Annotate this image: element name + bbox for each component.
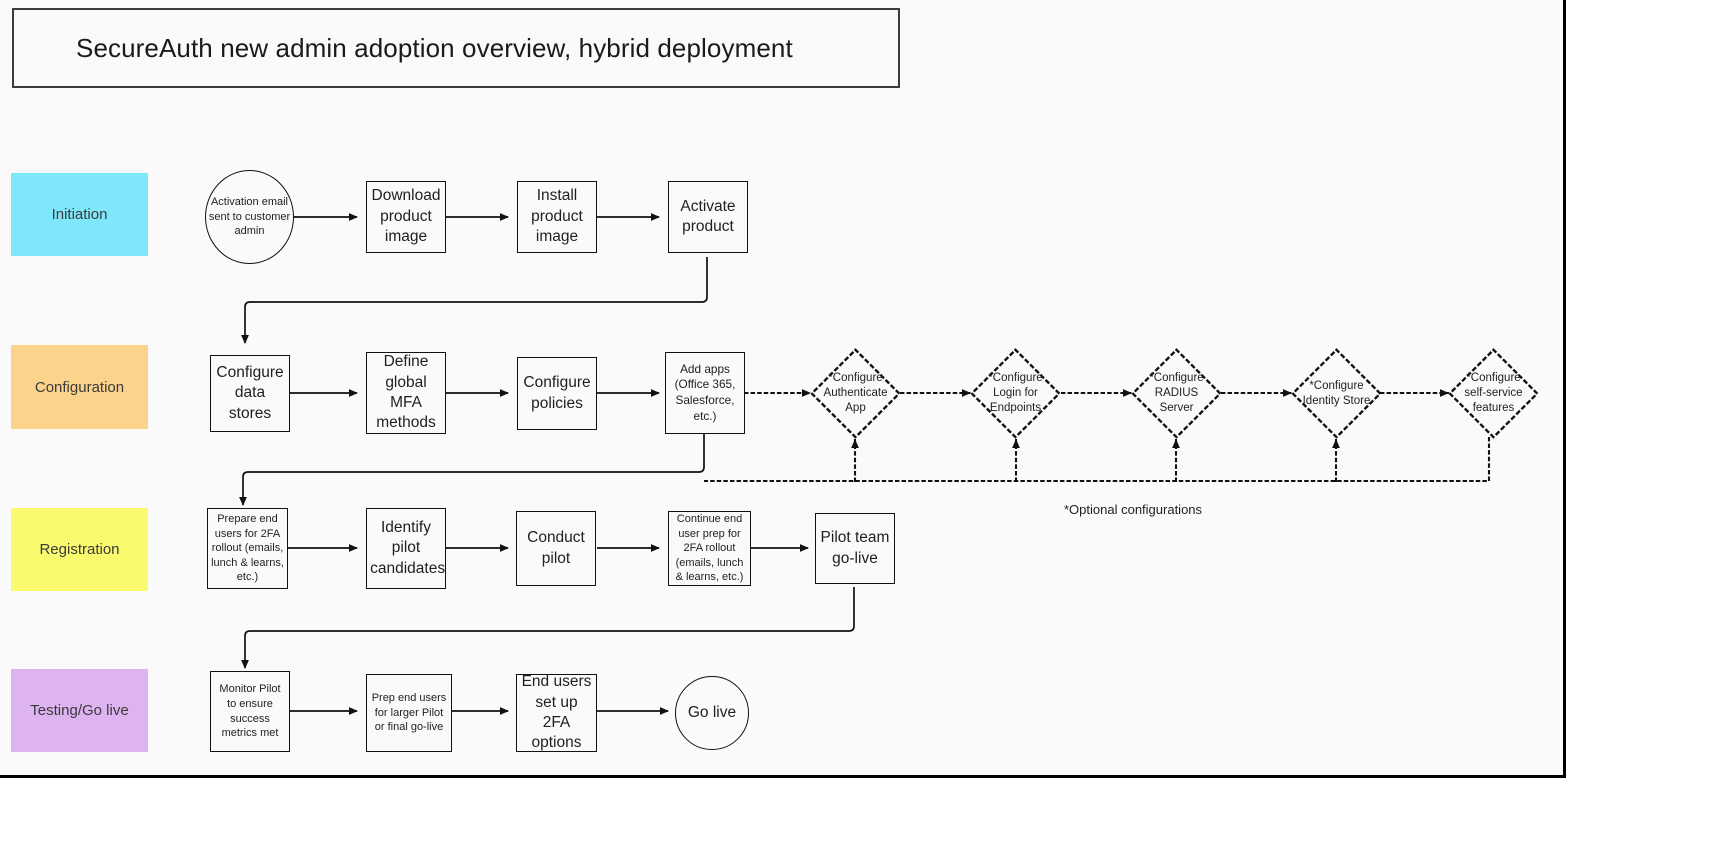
node-identify-pilot-candidates[interactable]: Identify pilot candidates — [366, 508, 446, 589]
node-activation-email[interactable]: Activation email sent to customer admin — [205, 170, 294, 264]
node-label: Identify pilot candidates — [370, 518, 446, 577]
lane-label-registration: Registration — [11, 508, 148, 591]
node-prepare-end-users-2fa[interactable]: Prepare end users for 2FA rollout (email… — [207, 508, 288, 589]
node-install-product-image[interactable]: Install product image — [517, 181, 597, 253]
node-configure-self-service-features[interactable]: *Configure self-service features — [1448, 348, 1539, 439]
node-configure-data-stores[interactable]: Configure data stores — [210, 355, 290, 432]
node-label: Prep end users for larger Pilot or final… — [371, 692, 447, 734]
node-label: Conduct pilot — [527, 529, 585, 567]
lane-label-text: Testing/Go live — [30, 702, 129, 719]
lane-label-text: Configuration — [34, 378, 125, 396]
node-label: Continue end user prep for 2FA rollout (… — [675, 513, 744, 584]
node-activate-product[interactable]: Activate product — [668, 181, 748, 253]
lane-label-text: Initiation — [51, 206, 108, 223]
node-label: Prepare end users for 2FA rollout (email… — [211, 513, 284, 584]
diamond-shape — [810, 348, 901, 439]
node-define-global-mfa-methods[interactable]: Define global MFA methods — [366, 352, 446, 434]
node-configure-authenticate-app[interactable]: *Configure Authenticate App — [810, 348, 901, 439]
lane-label-initiation: Initiation — [11, 173, 148, 256]
node-label: Define global MFA methods — [376, 353, 436, 432]
node-add-apps[interactable]: Add apps (Office 365, Salesforce, etc.) — [665, 352, 745, 434]
node-download-product-image[interactable]: Download product image — [366, 181, 446, 253]
node-end-users-set-up-2fa[interactable]: End users set up 2FA options — [516, 673, 597, 752]
diamond-shape — [970, 348, 1061, 439]
node-label: Configure data stores — [216, 363, 284, 422]
lane-label-testing-golive: Testing/Go live — [11, 669, 148, 752]
lane-label-text: Registration — [39, 541, 120, 558]
node-label: Add apps (Office 365, Salesforce, etc.) — [674, 361, 736, 423]
diagram-canvas: SecureAuth new admin adoption overview, … — [0, 0, 1566, 778]
node-go-live[interactable]: Go live — [675, 676, 749, 750]
node-pilot-team-go-live[interactable]: Pilot team go-live — [815, 513, 895, 584]
node-label: Configure policies — [523, 374, 591, 412]
lane-label-configuration: Configuration — [11, 345, 148, 429]
node-configure-login-for-endpoints[interactable]: *Configure Login for Endpoints — [970, 348, 1061, 439]
node-continue-end-user-prep[interactable]: Continue end user prep for 2FA rollout (… — [668, 511, 751, 586]
diamond-shape — [1131, 348, 1222, 439]
node-label: Pilot team go-live — [820, 529, 890, 567]
diamond-shape — [1291, 348, 1382, 439]
node-configure-policies[interactable]: Configure policies — [517, 357, 597, 430]
node-label: Go live — [687, 703, 737, 721]
node-label: Download product image — [371, 187, 441, 246]
node-conduct-pilot[interactable]: Conduct pilot — [516, 511, 596, 586]
node-configure-identity-store[interactable]: *Configure Identity Store — [1291, 348, 1382, 439]
node-label: *Configure self-service features — [1464, 372, 1523, 414]
node-configure-radius-server[interactable]: *Configure RADIUS Server — [1131, 348, 1222, 439]
node-label: Monitor Pilot to ensure success metrics … — [219, 683, 281, 740]
node-label: *Configure Login for Endpoints — [988, 372, 1043, 414]
node-label: *Configure Authenticate App — [823, 372, 888, 414]
node-label: Activate product — [680, 197, 736, 235]
page-title: SecureAuth new admin adoption overview, … — [76, 32, 793, 63]
node-label: Install product image — [531, 187, 583, 246]
optional-configurations-note: *Optional configurations — [1064, 502, 1203, 517]
node-monitor-pilot[interactable]: Monitor Pilot to ensure success metrics … — [210, 671, 290, 752]
diagram-title-box: SecureAuth new admin adoption overview, … — [12, 8, 900, 88]
node-label: End users set up 2FA options — [521, 673, 592, 752]
diamond-shape — [1448, 348, 1539, 439]
node-prep-end-users-larger-pilot[interactable]: Prep end users for larger Pilot or final… — [366, 674, 452, 752]
node-label: Activation email sent to customer admin — [208, 196, 291, 238]
node-label: *Configure RADIUS Server — [1149, 372, 1204, 414]
node-label: *Configure Identity Store — [1302, 379, 1371, 407]
